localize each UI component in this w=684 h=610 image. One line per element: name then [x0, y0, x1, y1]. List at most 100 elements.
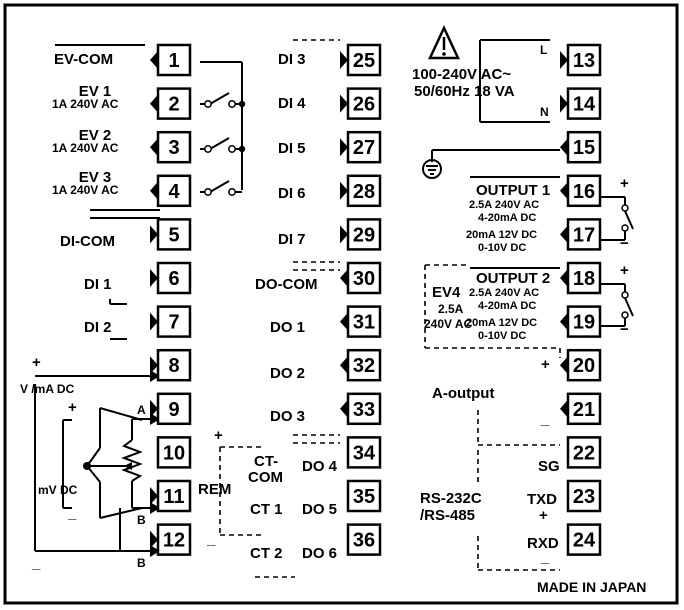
terminal-number-10: 10: [163, 442, 185, 464]
ct-com-label-2: COM: [248, 469, 283, 486]
terminal-arrow-21: [560, 399, 568, 418]
ev2-rating: 1A 240V AC: [52, 141, 119, 155]
mv-minus: _: [68, 505, 77, 522]
do1-label: DO 1: [270, 319, 306, 336]
terminal-number-6: 6: [168, 268, 179, 290]
terminal-17: 17: [560, 218, 602, 251]
terminal-number-1: 1: [168, 50, 179, 72]
di2-label: DI 2: [84, 319, 112, 336]
terminal-number-17: 17: [573, 224, 595, 246]
ev4-title: EV4: [432, 284, 461, 301]
ct2-label: CT 2: [250, 545, 283, 562]
out1-plus: +: [620, 175, 629, 192]
terminal-34: 34: [346, 436, 382, 469]
terminal-number-35: 35: [353, 486, 375, 508]
terminal-10: 10: [156, 436, 192, 469]
di4-label: DI 4: [278, 95, 306, 112]
out1-minus: −: [620, 235, 629, 252]
terminal-box-34: [346, 436, 382, 469]
do-com-label: DO-COM: [255, 276, 318, 293]
terminal-12: 12: [150, 523, 192, 556]
terminal-arrow-33: [340, 399, 348, 418]
terminal-box-3: [156, 130, 192, 164]
terminal-box-36: [346, 523, 382, 556]
terminal-18: 18: [560, 261, 602, 295]
terminal-box-35: [346, 479, 382, 513]
output1-spec-2: 4-20mA DC: [478, 212, 537, 224]
terminal-arrow-31: [340, 312, 348, 331]
aout-minus: _: [541, 411, 550, 428]
terminal-21: 21: [560, 392, 602, 426]
terminal-box-22: [566, 436, 602, 469]
terminal-arrow-11: [150, 487, 158, 505]
terminal-number-11: 11: [163, 486, 184, 508]
vma-label: V /mA DC: [20, 382, 75, 396]
terminal-23: 23: [566, 479, 602, 513]
terminal-1: 1: [150, 43, 192, 77]
terminal-14: 14: [560, 87, 602, 120]
terminal-arrow-27: [340, 138, 348, 157]
terminal-16: 16: [560, 174, 602, 208]
vma-minus: _: [32, 555, 41, 572]
terminal-number-7: 7: [168, 312, 179, 334]
input-arrowheads: [150, 370, 160, 557]
terminal-number-29: 29: [353, 224, 375, 246]
terminal-box-10: [156, 436, 192, 469]
terminal-number-4: 4: [168, 181, 180, 203]
rtd-a-label: A: [137, 403, 146, 417]
power-n-label: N: [540, 105, 549, 119]
terminal-29: 29: [340, 218, 382, 251]
terminal-number-19: 19: [573, 312, 595, 334]
terminal-number-24: 24: [573, 530, 596, 552]
terminal-number-30: 30: [353, 268, 375, 290]
di6-label: DI 6: [278, 185, 306, 202]
terminal-arrow-18: [560, 269, 568, 287]
terminal-arrow-20: [560, 356, 568, 375]
terminal-box-24: [566, 523, 602, 556]
terminal-5: 5: [150, 218, 192, 251]
terminal-number-18: 18: [573, 268, 595, 290]
aout-label: A-output: [432, 385, 495, 402]
terminal-number-36: 36: [353, 530, 375, 552]
do4-label: DO 4: [302, 458, 338, 475]
terminal-arrow-25: [340, 51, 348, 69]
terminal-box-12: [156, 523, 192, 556]
terminal-number-31: 31: [353, 312, 375, 334]
ev4-rating-2: 240V AC: [424, 317, 473, 331]
terminal-box-27: [346, 130, 382, 164]
terminal-3: 3: [150, 130, 192, 164]
power-wiring: [479, 39, 550, 123]
terminal-arrow-8: [150, 356, 158, 375]
terminal-32: 32: [340, 348, 382, 382]
ev3-label: EV 3: [78, 169, 112, 186]
output1-spec-4: 0-10V DC: [478, 242, 527, 254]
terminal-box-13: [566, 43, 602, 77]
terminal-22: 22: [566, 436, 602, 469]
sg-label: SG: [538, 458, 560, 475]
terminal-arrow-12: [150, 530, 158, 549]
terminal-arrow-30: [340, 269, 348, 287]
do2-label: DO 2: [270, 365, 306, 382]
terminal-6: 6: [150, 261, 192, 295]
terminal-11: 11: [150, 479, 192, 513]
do3-label: DO 3: [270, 408, 306, 425]
terminal-number-33: 33: [353, 399, 375, 421]
ev4-rating-1: 2.5A: [438, 302, 464, 316]
txd-label: TXD: [527, 491, 557, 508]
analog-input-wiring: [34, 375, 150, 552]
terminal-8: 8: [150, 348, 192, 382]
terminal-number-26: 26: [353, 94, 375, 116]
rtd-b1-label: B: [137, 513, 146, 527]
terminal-number-12: 12: [163, 530, 185, 552]
terminal-arrow-14: [560, 94, 568, 113]
mv-plus: +: [68, 399, 77, 416]
ct-minus: _: [207, 531, 216, 548]
terminal-4: 4: [150, 174, 192, 208]
terminal-7: 7: [150, 305, 192, 338]
terminal-number-25: 25: [353, 50, 375, 72]
di5-label: DI 5: [278, 140, 306, 157]
terminal-box-33: [346, 392, 382, 426]
terminal-19: 19: [560, 305, 602, 338]
